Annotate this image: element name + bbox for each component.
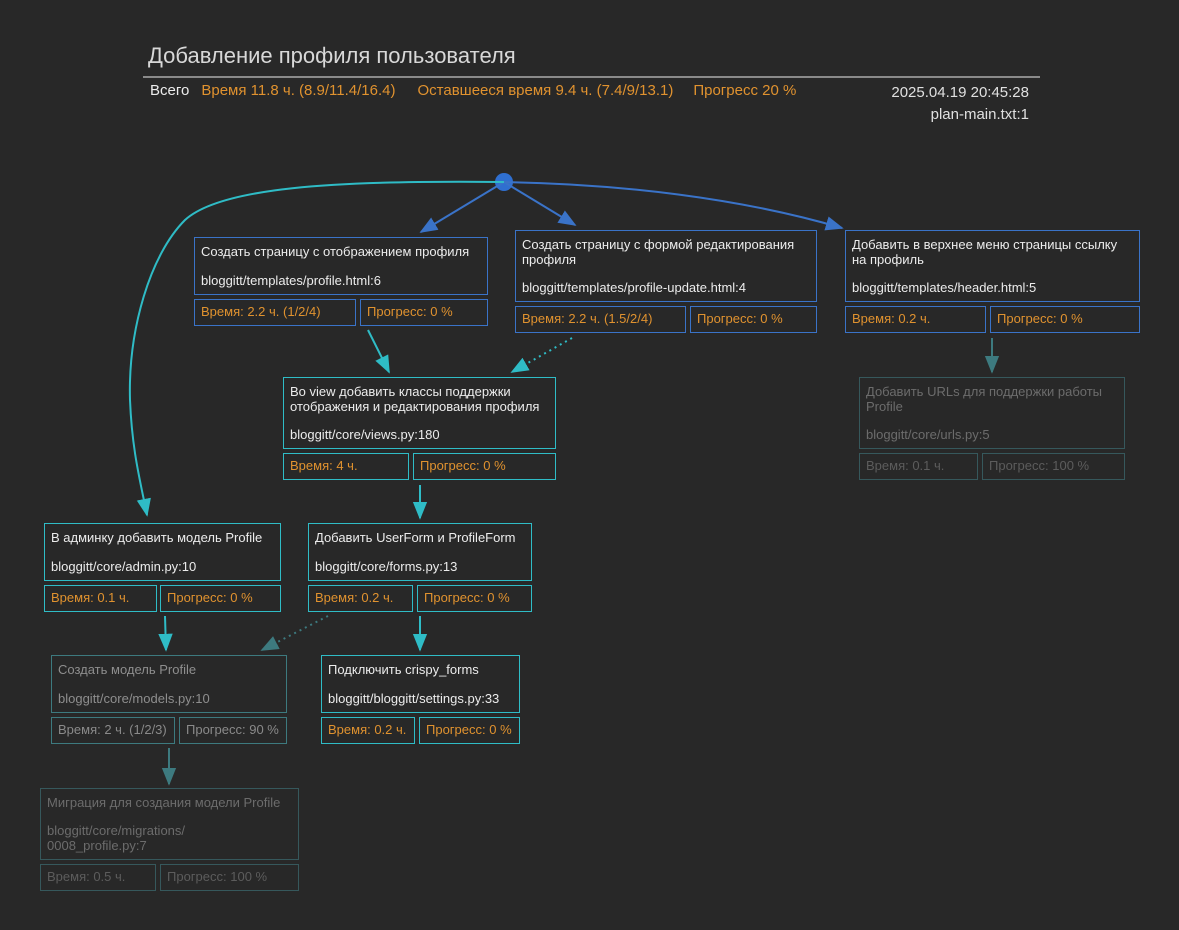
title-divider (143, 76, 1040, 78)
task-progress: Прогресс: 100 % (160, 864, 299, 891)
task-node-admin[interactable]: В админку добавить модель Profile bloggit… (44, 523, 281, 612)
task-file: bloggitt/core/views.py:180 (290, 427, 440, 442)
task-progress: Прогресс: 0 % (419, 717, 520, 744)
edge-root-to-n2 (503, 181, 577, 226)
task-node-models[interactable]: Создать модель Profile bloggitt/core/mode… (51, 655, 287, 744)
task-node-header-menu-link[interactable]: Добавить в верхнее меню страницы ссылку … (845, 230, 1140, 334)
task-progress: Прогресс: 0 % (413, 453, 556, 480)
task-time: Время: 0.1 ч. (44, 585, 157, 612)
edge-root-to-n3 (503, 181, 844, 231)
task-file: bloggitt/core/forms.py:13 (315, 559, 458, 574)
task-title: Создать страницу с формой редактирования… (522, 237, 795, 267)
task-time: Время: 2.2 ч. (1/2/4) (194, 299, 356, 326)
task-file: bloggitt/core/migrations/ 0008_profile.p… (47, 823, 186, 853)
summary-remaining: Оставшееся время 9.4 ч. (7.4/9/13.1) (417, 82, 674, 99)
plan-title: Добавление профиля пользователя (148, 43, 516, 68)
edge-n6-to-n8 (158, 615, 173, 652)
task-file: bloggitt/templates/profile.html:6 (201, 273, 381, 288)
task-node-profile-page[interactable]: Создать страницу с отображением профиля b… (194, 237, 488, 326)
task-progress: Прогресс: 0 % (360, 299, 488, 326)
summary-bar: Всего Время 11.8 ч. (8.9/11.4/16.4) Оставш… (150, 82, 796, 99)
task-time: Время: 4 ч. (283, 453, 409, 480)
summary-label: Всего (150, 82, 190, 99)
task-progress: Прогресс: 0 % (990, 306, 1140, 333)
task-time: Время: 0.1 ч. (859, 453, 978, 480)
task-node-views[interactable]: Во view добавить классы поддержки отобра… (283, 377, 556, 480)
edge-n7-to-n8 (260, 615, 329, 651)
summary-progress: Прогресс 20 % (693, 82, 797, 99)
task-progress: Прогресс: 0 % (417, 585, 532, 612)
task-file: bloggitt/templates/header.html:5 (852, 280, 1037, 295)
task-time: Время: 0.2 ч. (321, 717, 415, 744)
plan-file-link[interactable]: plan-main.txt:1 (930, 106, 1029, 123)
task-title: Создать страницу с отображением профиля (201, 244, 470, 259)
task-progress: Прогресс: 100 % (982, 453, 1125, 480)
task-progress: Прогресс: 0 % (160, 585, 281, 612)
task-progress: Прогресс: 0 % (690, 306, 817, 333)
summary-time: Время 11.8 ч. (8.9/11.4/16.4) (201, 82, 396, 99)
edge-n1-to-n5 (367, 329, 390, 374)
task-title: Во view добавить классы поддержки отобра… (290, 384, 540, 414)
task-time: Время: 0.2 ч. (845, 306, 986, 333)
task-file: bloggitt/core/models.py:10 (58, 691, 210, 706)
task-progress: Прогресс: 90 % (179, 717, 287, 744)
task-file: bloggitt/templates/profile-update.html:4 (522, 280, 747, 295)
task-node-urls[interactable]: Добавить URLs для поддержки работы Profi… (859, 377, 1125, 480)
task-node-crispy-forms[interactable]: Подключить crispy_forms bloggitt/bloggitt… (321, 655, 520, 744)
task-time: Время: 0.2 ч. (308, 585, 413, 612)
timestamp: 2025.04.19 20:45:28 (891, 84, 1029, 101)
task-title: В админку добавить модель Profile (51, 530, 263, 545)
task-node-migration[interactable]: Миграция для создания модели Profile blog… (40, 788, 299, 891)
task-time: Время: 0.5 ч. (40, 864, 156, 891)
task-time: Время: 2 ч. (1/2/3) (51, 717, 175, 744)
task-title: Добавить в верхнее меню страницы ссылку … (852, 237, 1118, 267)
edge-n2-to-n5 (510, 337, 573, 373)
task-file: bloggitt/bloggitt/settings.py:33 (328, 691, 500, 706)
plan-meta: 2025.04.19 20:45:28 plan-main.txt:1 (891, 82, 1029, 126)
task-title: Миграция для создания модели Profile (47, 795, 281, 810)
edge-root-to-n6 (128, 180, 505, 517)
task-node-profile-update-page[interactable]: Создать страницу с формой редактирования… (515, 230, 817, 334)
task-title: Добавить URLs для поддержки работы Profi… (866, 384, 1103, 414)
task-title: Добавить UserForm и ProfileForm (315, 530, 516, 545)
edge-root-to-n1 (419, 181, 505, 233)
task-file: bloggitt/core/urls.py:5 (866, 427, 990, 442)
task-file: bloggitt/core/admin.py:10 (51, 559, 197, 574)
task-title: Подключить crispy_forms (328, 662, 479, 677)
task-node-forms[interactable]: Добавить UserForm и ProfileForm bloggitt/… (308, 523, 532, 612)
task-title: Создать модель Profile (58, 662, 197, 677)
task-time: Время: 2.2 ч. (1.5/2/4) (515, 306, 686, 333)
